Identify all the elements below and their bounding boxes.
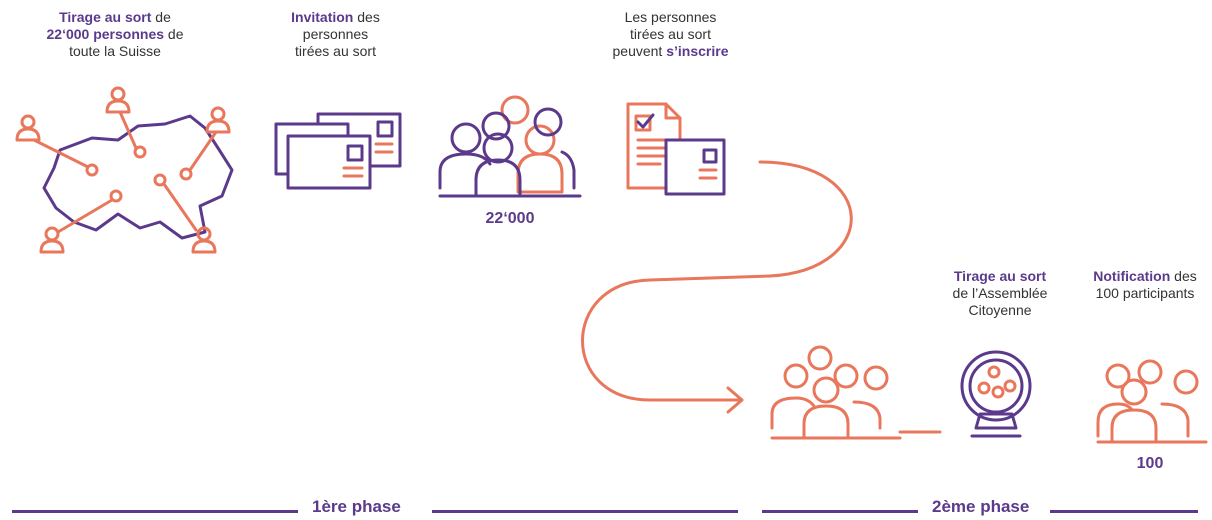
- crowd-count: 22‘000: [485, 210, 535, 227]
- participants-icon: [1096, 359, 1208, 444]
- lottery-drum-icon: [960, 350, 1032, 438]
- participants-count: 100: [1136, 455, 1164, 472]
- step7-caption: Notification des 100 participants: [1093, 268, 1197, 301]
- phase1-label: 1ère phase: [312, 497, 401, 516]
- step1-caption: Tirage au sort de 22‘000 personnes de to…: [46, 9, 184, 59]
- envelopes-icon: [274, 112, 402, 190]
- phase2-label: 2ème phase: [932, 497, 1030, 516]
- step2-caption: Invitation des personnes tirées au sort: [291, 9, 380, 59]
- switzerland-map-icon: [15, 86, 234, 254]
- phase1-line-left: [12, 510, 298, 513]
- phase2-line-right: [1050, 510, 1198, 513]
- phase1-line-right: [432, 510, 738, 513]
- group-icon: [770, 345, 942, 440]
- flow-connector: [581, 160, 853, 402]
- registration-form-icon: [626, 102, 726, 196]
- crowd-icon: [438, 95, 582, 198]
- step4-caption: Les personnes tirées au sort peuvent s’i…: [612, 9, 729, 59]
- step6-caption: Tirage au sort de l’Assemblée Citoyenne: [952, 268, 1048, 318]
- arrow-head-icon: [726, 386, 744, 414]
- phase2-line-left: [762, 510, 918, 513]
